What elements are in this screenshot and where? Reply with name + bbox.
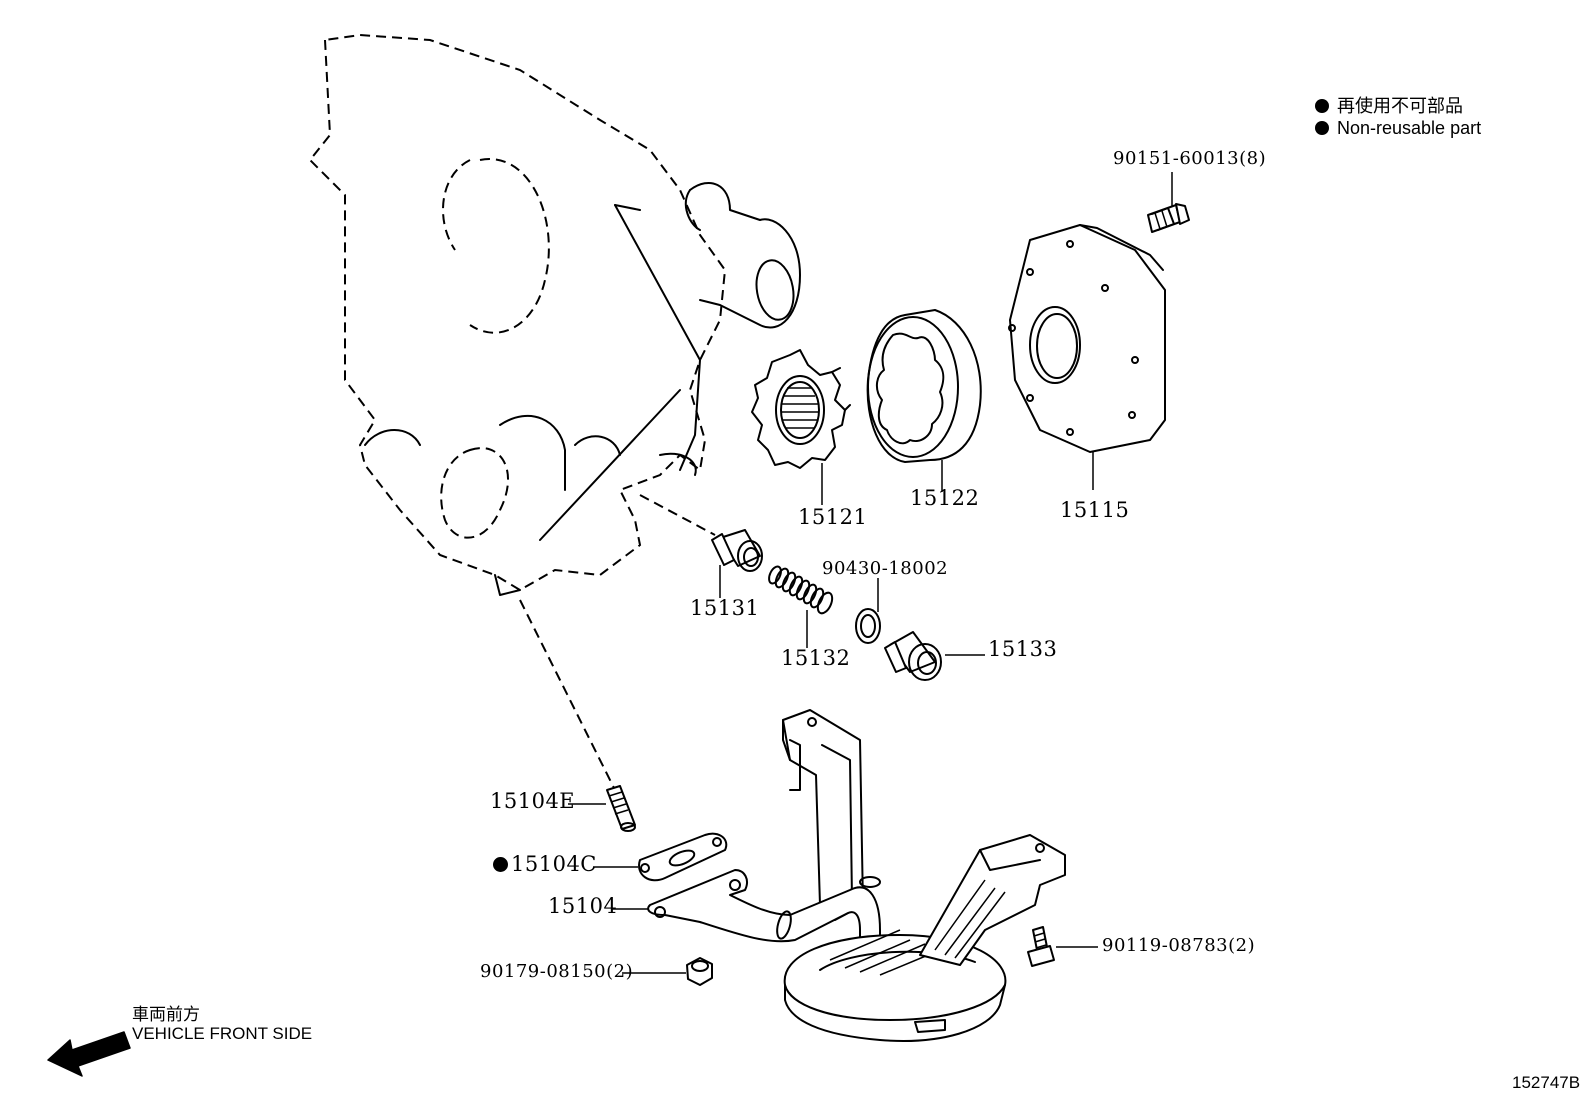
pump-cover-plate-part	[1008, 224, 1166, 453]
legend-jp: 再使用不可部品	[1315, 92, 1463, 118]
drive-rotor-part	[751, 349, 851, 469]
callout-15131[interactable]: 15131	[690, 596, 760, 620]
diagram-code: 152747B	[1512, 1073, 1581, 1092]
callout-90430[interactable]: 90430-18002	[822, 558, 949, 579]
engine-cover-solid-lines	[364, 181, 801, 596]
non-reusable-dot-icon	[493, 857, 508, 872]
engine-cover-outline	[308, 33, 727, 592]
bullet-dot-icon	[1315, 121, 1329, 135]
callout-15115[interactable]: 15115	[1060, 498, 1130, 522]
stud-part	[606, 785, 636, 832]
direction-jp: 車両前方	[132, 1005, 200, 1024]
guide-lines	[519, 494, 716, 791]
callout-15104[interactable]: 15104	[548, 894, 618, 918]
gasket-90430-part	[855, 608, 881, 644]
screw-90151-part	[1147, 203, 1190, 233]
bolt-part	[1027, 926, 1055, 967]
driven-rotor-part	[866, 309, 982, 463]
callout-15133[interactable]: 15133	[988, 637, 1058, 661]
spring-part	[768, 565, 834, 615]
callout-15132[interactable]: 15132	[781, 646, 851, 670]
callout-15104C[interactable]: 15104C	[493, 852, 597, 876]
callout-90119[interactable]: 90119-08783(2)	[1102, 935, 1256, 956]
callout-15121[interactable]: 15121	[798, 505, 868, 529]
bullet-dot-icon	[1315, 99, 1329, 113]
callout-90179[interactable]: 90179-08150(2)	[480, 961, 634, 982]
callout-15104E[interactable]: 15104E	[490, 789, 576, 813]
nut-part	[686, 957, 713, 986]
callout-15122[interactable]: 15122	[910, 486, 980, 510]
direction-en: VEHICLE FRONT SIDE	[132, 1024, 313, 1043]
front-direction-arrow	[47, 1031, 131, 1077]
callout-90151[interactable]: 90151-60013(8)	[1113, 148, 1267, 169]
oil-strainer-part	[647, 709, 1066, 1042]
legend-en: Non-reusable part	[1315, 118, 1481, 139]
relief-valve-part	[711, 529, 763, 572]
plug-part	[884, 631, 942, 681]
strainer-gasket-part	[638, 832, 728, 882]
